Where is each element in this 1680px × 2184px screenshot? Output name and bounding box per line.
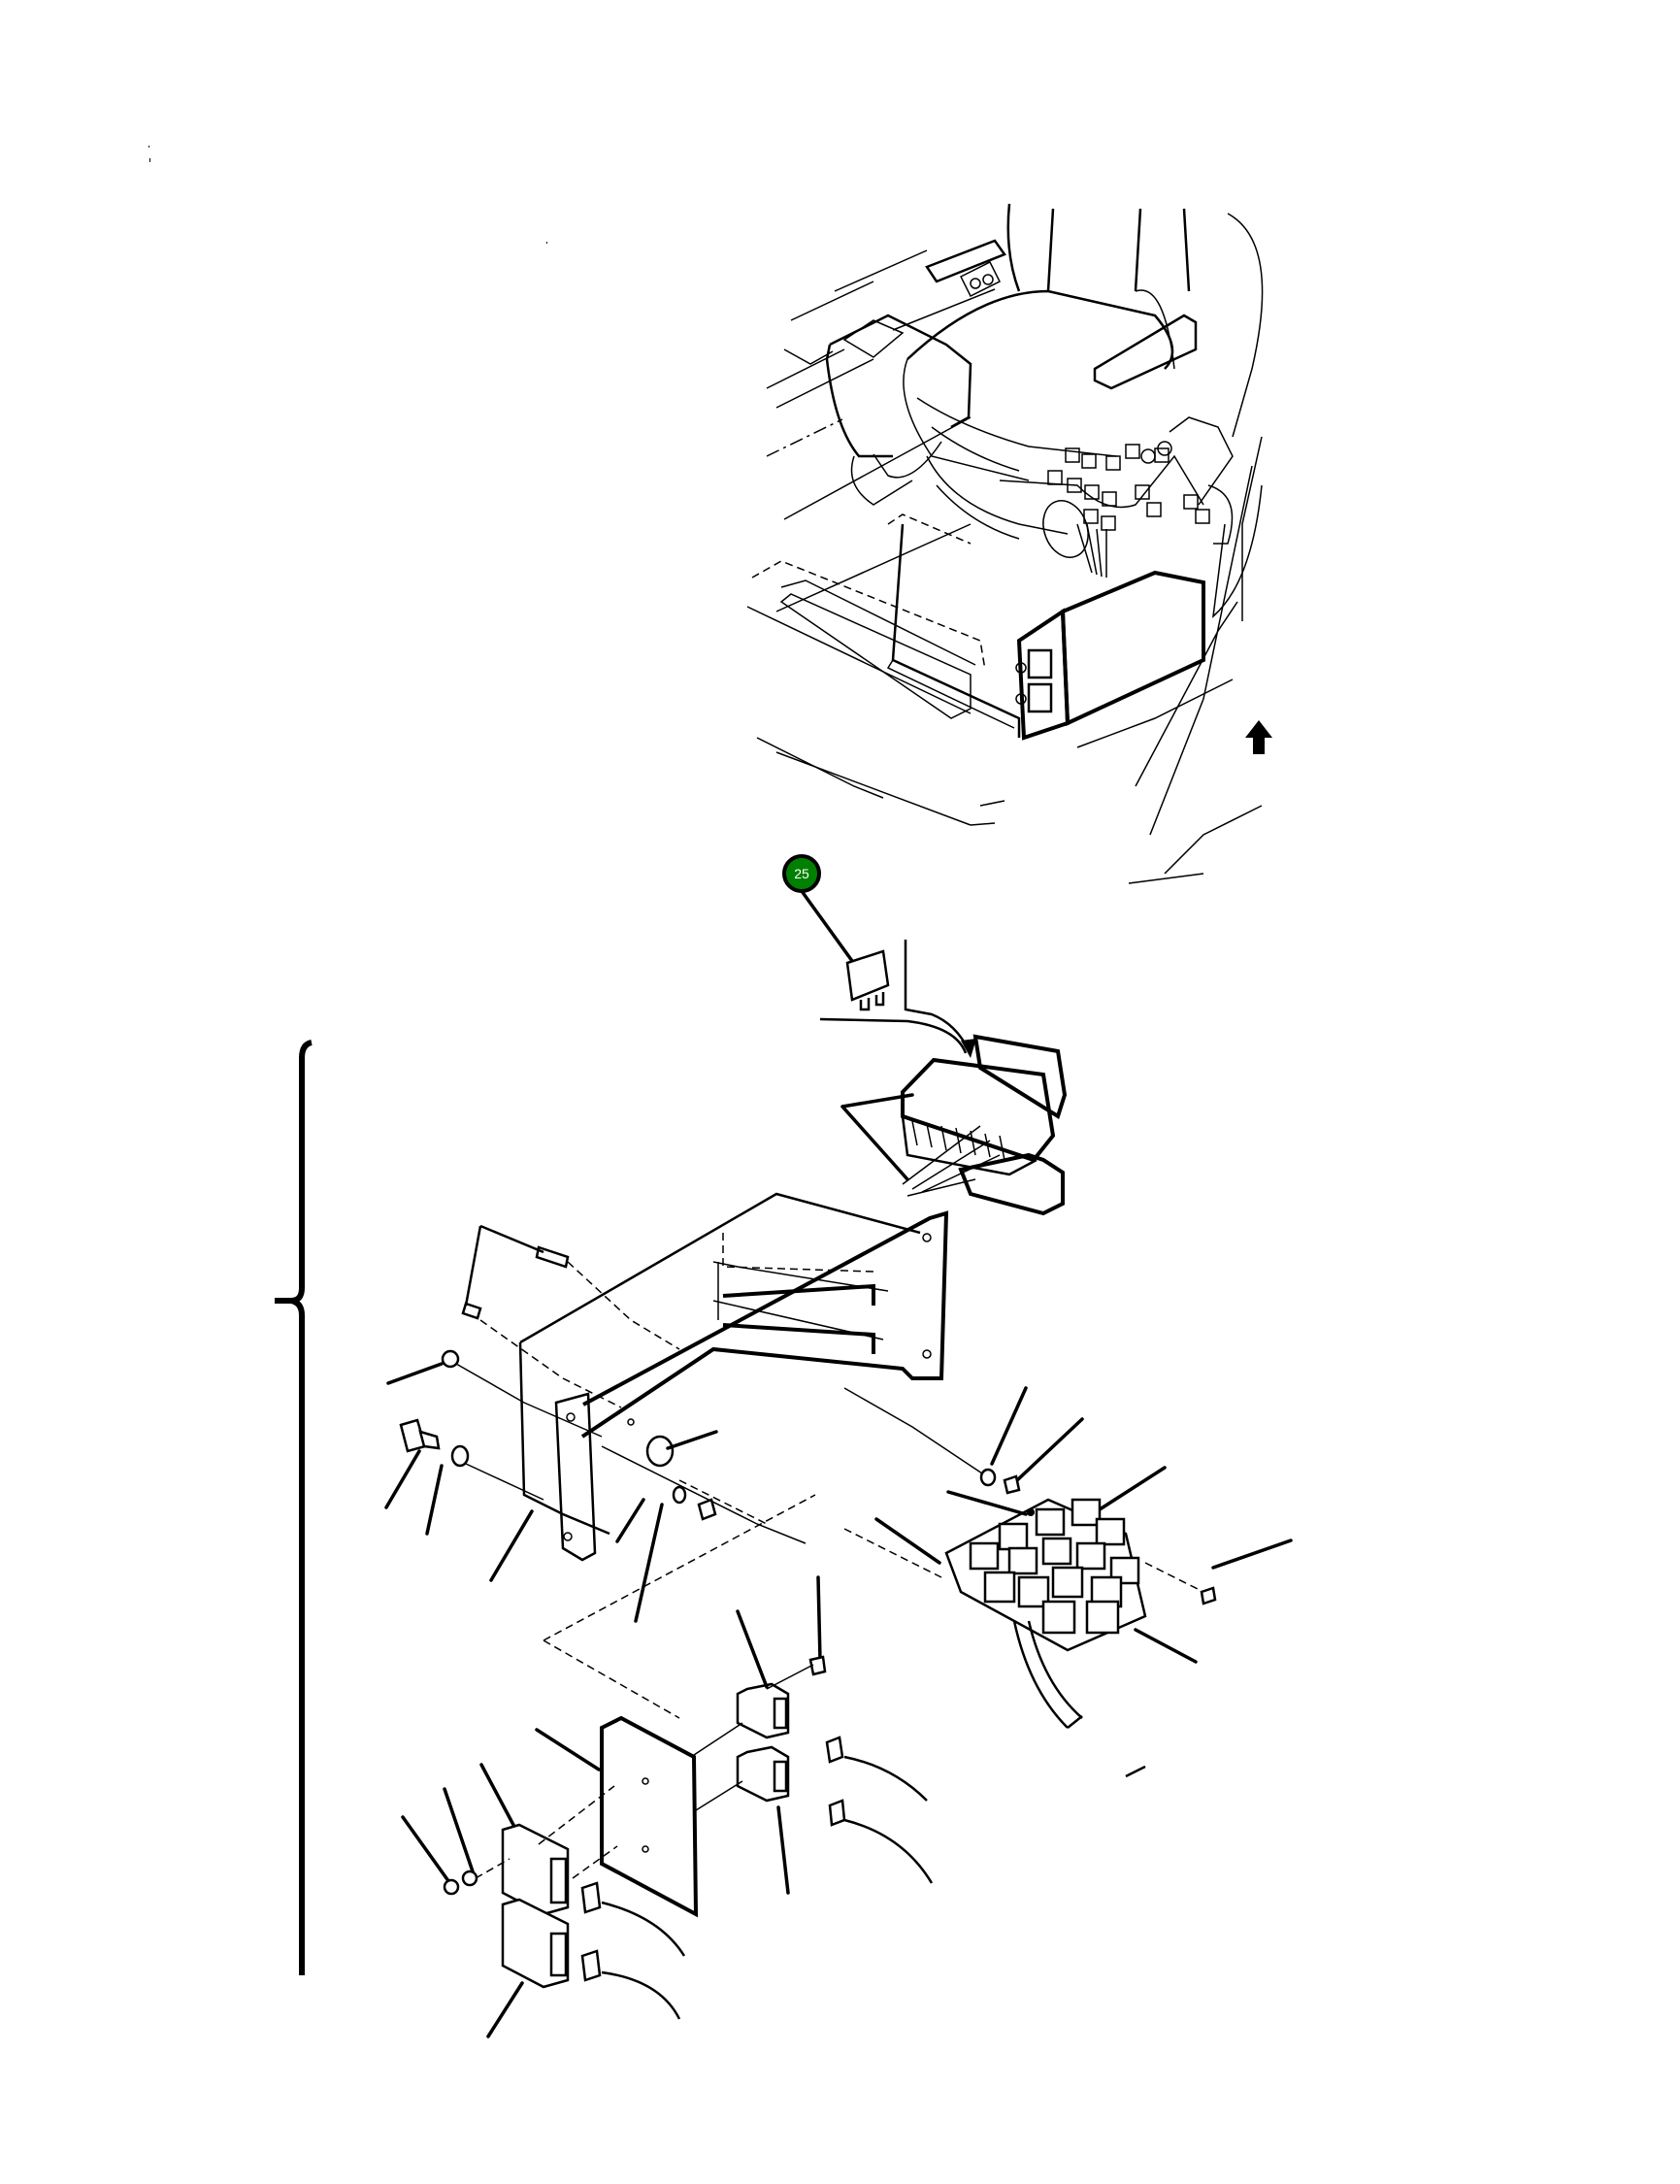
relay-plate-assembly (401, 1575, 1146, 2038)
assembly-group-brace (275, 1040, 313, 1975)
callout-25[interactable]: 25 (782, 854, 821, 893)
fuse-and-connectors (800, 889, 1068, 1216)
scan-marks (148, 146, 547, 244)
bracket-assembly (384, 1192, 949, 1719)
seat-overview-illustration (746, 203, 1272, 884)
relay-block (843, 1386, 1293, 1729)
locator-arrow-icon (1245, 720, 1272, 754)
